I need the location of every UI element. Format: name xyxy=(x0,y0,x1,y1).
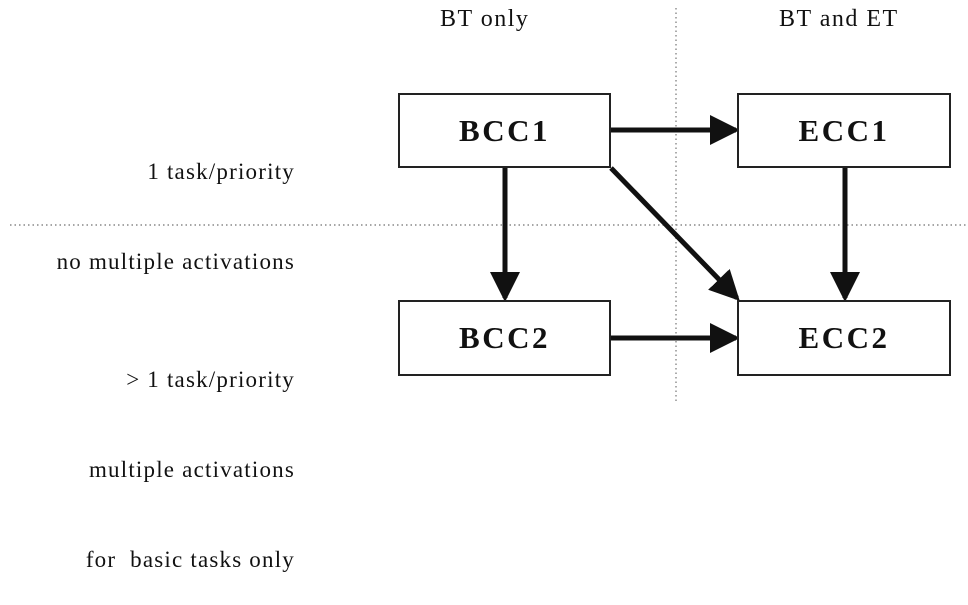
column-header-bt-only: BT only xyxy=(440,6,530,32)
box-bcc1: BCC1 xyxy=(398,93,611,168)
column-header-bt-and-et: BT and ET xyxy=(779,6,899,32)
row-label-top-line-2: no multiple activations xyxy=(56,249,295,274)
row-label-top: 1 task/priority no multiple activations xyxy=(57,97,295,307)
box-ecc2: ECC2 xyxy=(737,300,951,376)
row-label-bottom-line-1: > 1 task/priority xyxy=(126,367,295,392)
row-label-top-line-1: 1 task/priority xyxy=(147,159,295,184)
arrow-bcc1-to-ecc2 xyxy=(609,166,740,301)
diagram-canvas xyxy=(10,8,968,403)
row-label-bottom: > 1 task/priority multiple activations f… xyxy=(86,305,295,605)
box-bcc2: BCC2 xyxy=(398,300,611,376)
row-label-bottom-line-2: multiple activations xyxy=(88,457,295,482)
box-ecc1: ECC1 xyxy=(737,93,951,168)
row-label-bottom-line-3: for basic tasks only xyxy=(85,547,295,572)
